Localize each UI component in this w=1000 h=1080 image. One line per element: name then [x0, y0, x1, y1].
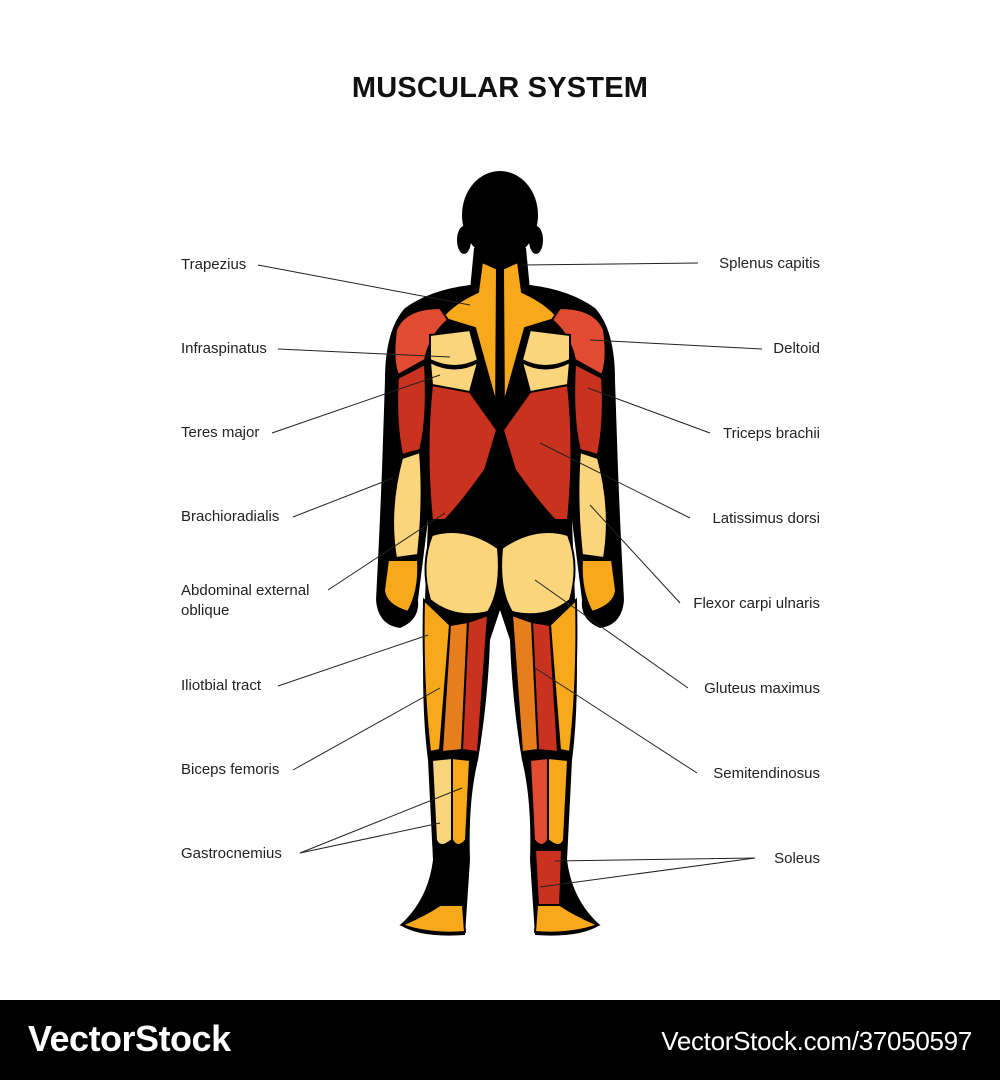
leader-semitendinosus [534, 667, 698, 774]
gastrocnemius-left-outer [430, 756, 453, 846]
soleus-left [436, 849, 467, 910]
muscle-figure [257, 171, 763, 936]
latissimus-right [501, 383, 573, 521]
infraspinatus-left [429, 328, 480, 367]
leader-gastrocnemius-b [299, 822, 441, 854]
label-deltoid: Deltoid [773, 340, 820, 357]
label-infraspinatus: Infraspinatus [181, 340, 267, 357]
triceps-right [573, 362, 604, 457]
iliotibial-right [548, 597, 578, 754]
spine-groove [494, 269, 506, 441]
gastrocnemius-left-inner [451, 756, 472, 846]
label-biceps-femoris: Biceps femoris [181, 761, 280, 778]
footer-bar: VectorStock VectorStock.com/37050597 [0, 1000, 1000, 1080]
diagram-stage: MUSCULAR SYSTEM Trapezius Infraspinatus … [181, 72, 820, 936]
label-brachioradialis: Brachioradialis [181, 508, 280, 525]
iliotibial-left [422, 597, 452, 754]
leader-flexor [589, 504, 681, 604]
foot-right [533, 904, 601, 934]
gluteus-left [424, 531, 500, 616]
leader-teres-major [271, 374, 441, 434]
leader-lines [257, 262, 763, 888]
semimembranosus-left [460, 613, 490, 754]
label-soleus: Soleus [774, 850, 820, 867]
leader-latissimus [539, 442, 691, 519]
leader-deltoid [589, 339, 763, 350]
leader-triceps [587, 387, 711, 434]
leader-soleus-a [554, 857, 756, 862]
label-flexor-carpi-ulnaris: Flexor carpi ulnaris [693, 595, 820, 612]
leader-biceps-femoris [292, 687, 441, 771]
gluteus-right [500, 531, 576, 616]
label-abdominal-external-oblique: Abdominal external oblique [181, 582, 310, 619]
footer-brand[interactable]: VectorStock [28, 1018, 231, 1059]
leader-brachioradialis [292, 477, 394, 518]
latissimus-left [427, 383, 499, 521]
label-latissimus-dorsi: Latissimus dorsi [712, 510, 820, 527]
gastrocnemius-right-outer [547, 756, 570, 846]
page-title: MUSCULAR SYSTEM [351, 72, 649, 104]
leader-soleus-b [539, 857, 756, 888]
triceps-left [396, 362, 427, 457]
label-gluteus-maximus: Gluteus maximus [704, 680, 820, 697]
leader-gastrocnemius-a [299, 787, 463, 854]
leader-abdominal-oblique [327, 512, 446, 591]
semitendinosus-right [510, 613, 540, 754]
foot-left [399, 904, 467, 934]
hand-right [580, 559, 618, 614]
leader-iliotbial [277, 634, 429, 687]
forearm-right [577, 450, 608, 560]
label-iliotbial-tract: Iliotbial tract [181, 677, 262, 694]
forearm-left [392, 450, 423, 560]
hand-left [382, 559, 420, 614]
leader-infraspinatus [277, 348, 451, 358]
muscles [382, 260, 618, 934]
gastrocnemius-right-inner [528, 756, 549, 846]
label-semitendinosus: Semitendinosus [713, 765, 820, 782]
label-teres-major: Teres major [181, 424, 260, 441]
label-splenus-capitis: Splenus capitis [719, 255, 820, 272]
soleus-right [533, 849, 564, 910]
leader-trapezius [257, 264, 471, 306]
label-triceps-brachii: Triceps brachii [723, 425, 820, 442]
label-trapezius: Trapezius [181, 256, 247, 273]
footer-image-id[interactable]: VectorStock.com/37050597 [661, 1026, 972, 1056]
leader-gluteus [534, 579, 689, 689]
infraspinatus-right [520, 328, 571, 367]
leader-splenus [521, 262, 699, 266]
label-gastrocnemius: Gastrocnemius [181, 845, 282, 862]
